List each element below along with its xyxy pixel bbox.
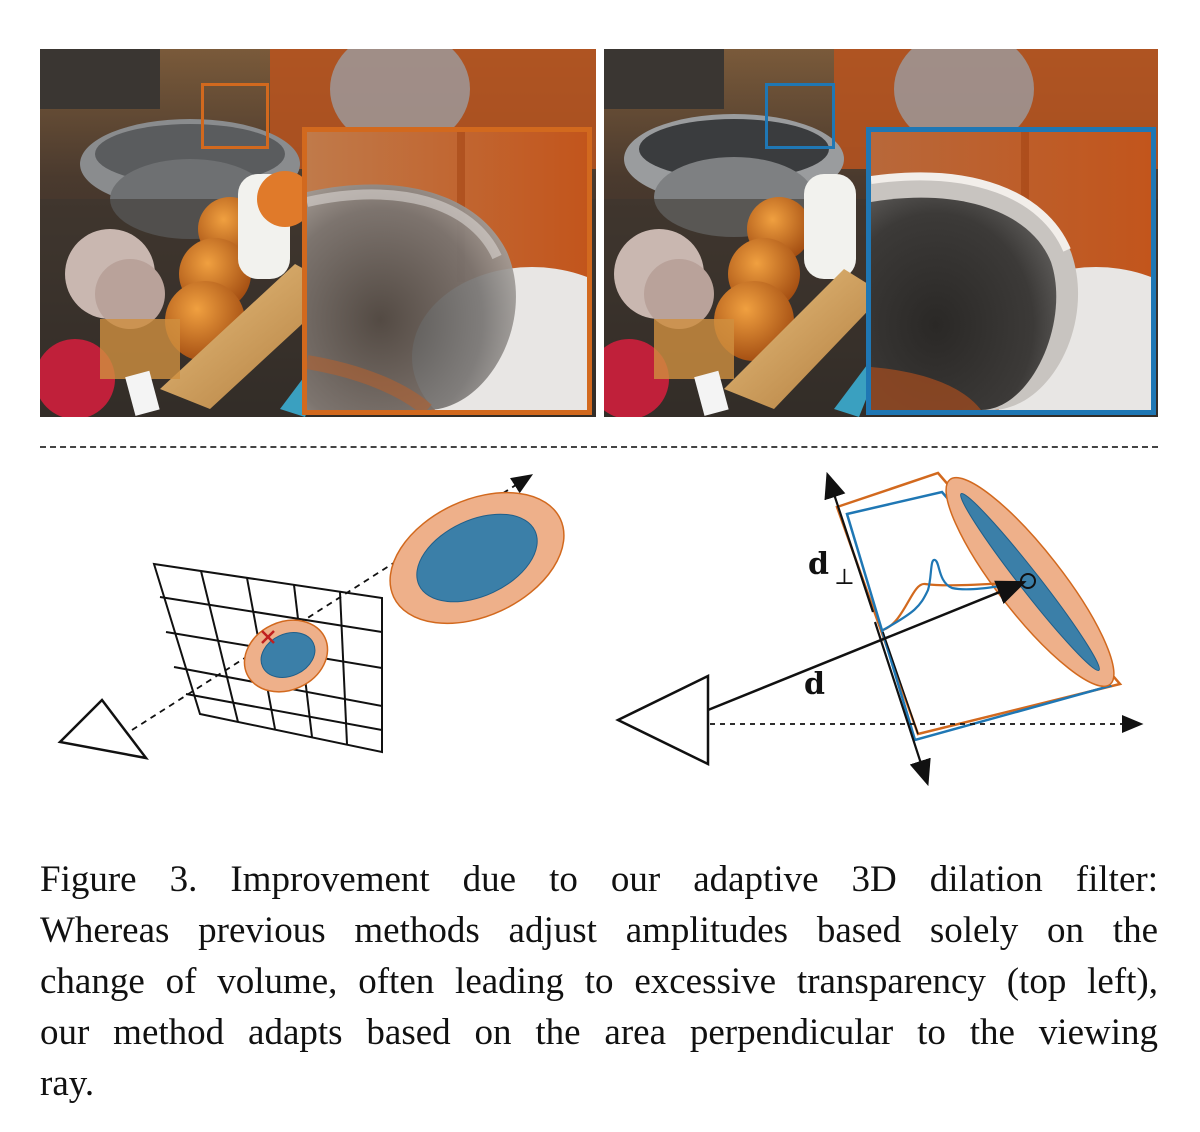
intersection-marker-icon <box>261 630 275 644</box>
diagram-left-svg <box>57 474 565 760</box>
diagram-previous-method <box>40 462 580 787</box>
footprint-blue <box>845 490 1113 742</box>
label-d: d <box>804 667 825 702</box>
direction-vector-d <box>707 580 1027 712</box>
caption-line-2: Whereas previous methods adjust amplitud… <box>40 910 1158 951</box>
label-d-perp-subscript: ⊥ <box>834 565 855 590</box>
figure-caption: Figure 3. Improvement due to our adaptiv… <box>40 854 1158 1109</box>
gaussian-ellipse-icon <box>243 619 329 693</box>
label-d-perp: d <box>808 547 829 582</box>
photo-previous-method <box>40 49 596 417</box>
camera-icon <box>615 673 710 767</box>
perpendicular-axis-down <box>873 621 931 787</box>
perpendicular-axis-up <box>824 471 875 613</box>
viewing-ray <box>131 474 534 731</box>
gaussian-center-icon <box>1020 573 1036 589</box>
profile-blue <box>882 558 1026 631</box>
diagram-right-svg: d ⊥ d <box>615 471 1144 787</box>
camera-icon <box>57 698 149 760</box>
section-divider <box>40 446 1158 448</box>
caption-line-4: our method adapts based on the area perp… <box>40 1012 1158 1053</box>
photo-our-method <box>604 49 1158 417</box>
zoom-target-box <box>201 83 269 149</box>
zoom-inset-box-icon <box>866 127 1156 415</box>
diagram-our-method: d ⊥ d <box>600 462 1160 807</box>
caption-line-5: ray. <box>40 1063 95 1104</box>
gaussian-ellipse-icon <box>945 476 1115 688</box>
zoom-inset-box-icon <box>302 127 592 415</box>
zoom-target-box <box>765 83 835 149</box>
caption-line-1: Figure 3. Improvement due to our adaptiv… <box>40 859 1158 900</box>
gaussian-ellipse-icon <box>389 491 565 625</box>
caption-line-3: change of volume, often leading to exces… <box>40 961 1158 1002</box>
profile-orange <box>882 580 1026 632</box>
